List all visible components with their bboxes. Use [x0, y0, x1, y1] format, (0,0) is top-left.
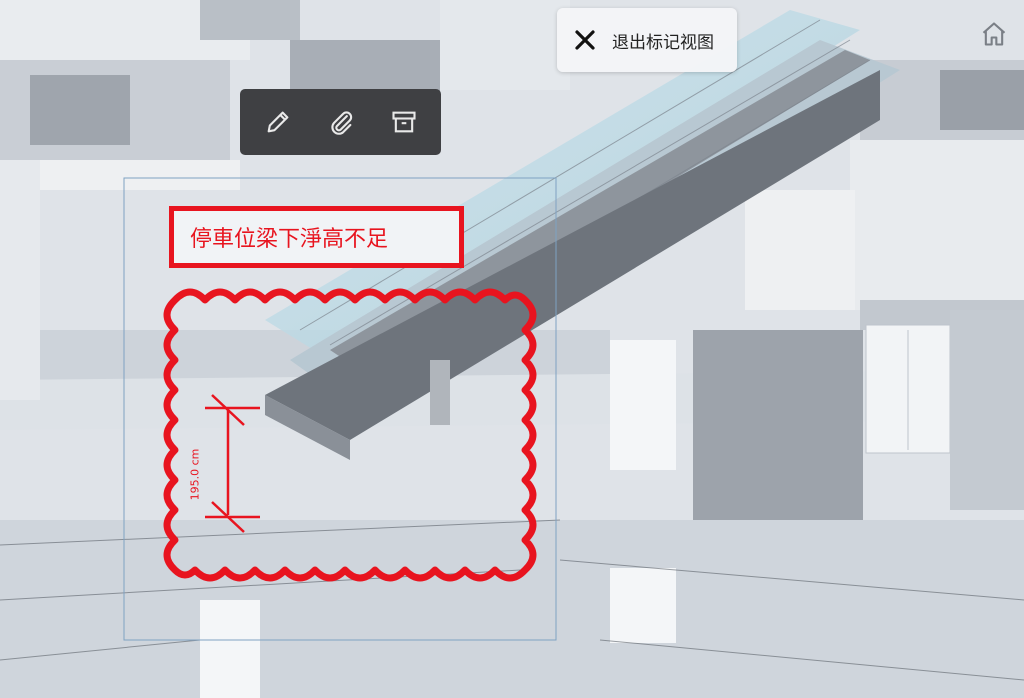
dimension-label: 195.0 cm [188, 448, 202, 501]
home-button[interactable] [978, 18, 1010, 50]
dimension-line [205, 394, 260, 533]
attach-button[interactable] [319, 100, 363, 144]
exit-markup-view-button[interactable]: 退出标记视图 [557, 8, 737, 72]
archive-icon [391, 111, 416, 133]
close-icon [572, 27, 598, 53]
archive-button[interactable] [382, 100, 426, 144]
home-icon [982, 22, 1006, 46]
pencil-icon [267, 111, 288, 133]
edit-button[interactable] [256, 100, 300, 144]
exit-markup-label: 退出标记视图 [612, 32, 714, 53]
markup-text-box[interactable]: 停車位梁下淨高不足 [169, 206, 464, 268]
paperclip-icon [330, 111, 352, 135]
markup-text: 停車位梁下淨高不足 [190, 227, 389, 252]
markup-toolbar [240, 89, 441, 155]
cloud-markup [163, 288, 537, 582]
